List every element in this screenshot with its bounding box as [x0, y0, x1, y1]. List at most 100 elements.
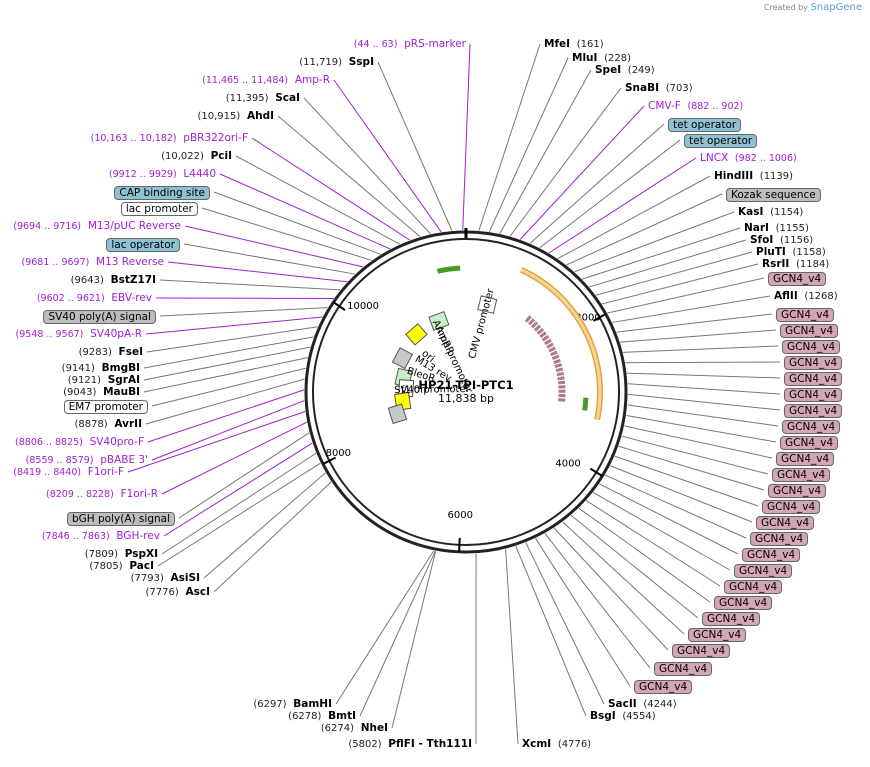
right-label[interactable]: BsgI (4554): [590, 710, 656, 723]
left-label[interactable]: (8209 .. 8228) F1ori-R: [46, 488, 158, 501]
bottom-label[interactable]: (6278) BmtI: [288, 710, 356, 723]
right-label[interactable]: HindIII (1139): [714, 170, 793, 183]
bottom-label[interactable]: (6297) BamHI: [253, 698, 332, 711]
left-label[interactable]: EM7 promoter: [63, 400, 148, 414]
feature-box[interactable]: GCN4_v4: [772, 468, 831, 482]
right-label[interactable]: GCN4_v4: [780, 436, 839, 450]
left-label[interactable]: (10,022) PciI: [161, 150, 232, 163]
right-label[interactable]: AflII (1268): [774, 290, 838, 303]
left-label[interactable]: lac promoter: [120, 202, 198, 216]
right-label[interactable]: GCN4_v4: [742, 548, 801, 562]
right-label[interactable]: SfoI (1156): [750, 234, 813, 247]
feature-box[interactable]: GCN4_v4: [762, 500, 821, 514]
right-label[interactable]: MfeI (161): [544, 38, 604, 51]
right-label[interactable]: tet operator: [684, 134, 758, 148]
feature-box[interactable]: GCN4_v4: [734, 564, 793, 578]
right-label[interactable]: SpeI (249): [595, 64, 655, 77]
feature-box[interactable]: tet operator: [684, 134, 758, 148]
feature-box[interactable]: SV40 poly(A) signal: [43, 310, 156, 324]
left-label[interactable]: (10,915) AhdI: [197, 110, 274, 123]
left-label[interactable]: CAP binding site: [114, 186, 210, 200]
right-label[interactable]: GCN4_v4: [768, 484, 827, 498]
left-label[interactable]: (8878) AvrII: [74, 418, 142, 431]
left-label[interactable]: (7809) PspXI: [85, 548, 158, 561]
right-label[interactable]: SacII (4244): [608, 698, 677, 711]
right-label[interactable]: GCN4_v4: [784, 356, 843, 370]
right-label[interactable]: CMV-F (882 .. 902): [648, 100, 743, 113]
left-label[interactable]: (8806 .. 8825) SV40pro-F: [15, 436, 144, 449]
feature-box[interactable]: GCN4_v4: [714, 596, 773, 610]
feature-box[interactable]: GCN4_v4: [784, 388, 843, 402]
left-label[interactable]: (9283) FseI: [79, 346, 143, 359]
feature-box[interactable]: lac operator: [106, 238, 180, 252]
feature-box[interactable]: GCN4_v4: [776, 452, 835, 466]
feature-box[interactable]: EM7 promoter: [63, 400, 148, 414]
feature-box[interactable]: GCN4_v4: [702, 612, 761, 626]
left-label[interactable]: (9043) MauBI: [63, 386, 140, 399]
left-label[interactable]: (44 .. 63) pRS-marker: [354, 38, 466, 51]
right-label[interactable]: PluTI (1158): [756, 246, 826, 259]
feature-box[interactable]: GCN4_v4: [784, 372, 843, 386]
right-label[interactable]: GCN4_v4: [672, 644, 731, 658]
feature-box[interactable]: GCN4_v4: [768, 484, 827, 498]
right-label[interactable]: Kozak sequence: [726, 188, 821, 202]
feature-box[interactable]: GCN4_v4: [724, 580, 783, 594]
right-label[interactable]: GCN4_v4: [784, 372, 843, 386]
right-label[interactable]: GCN4_v4: [714, 596, 773, 610]
feature-box[interactable]: GCN4_v4: [782, 340, 841, 354]
left-label[interactable]: (7805) PacI: [89, 560, 154, 573]
right-label[interactable]: XcmI (4776): [522, 738, 591, 751]
feature-box[interactable]: GCN4_v4: [688, 628, 747, 642]
feature-box[interactable]: GCN4_v4: [780, 324, 839, 338]
feature-box[interactable]: CAP binding site: [114, 186, 210, 200]
right-label[interactable]: GCN4_v4: [654, 662, 713, 676]
left-label[interactable]: (11,719) SspI: [299, 56, 374, 69]
left-label[interactable]: (9681 .. 9697) M13 Reverse: [21, 256, 164, 269]
right-label[interactable]: NarI (1155): [744, 222, 809, 235]
right-label[interactable]: GCN4_v4: [784, 388, 843, 402]
left-label[interactable]: (9548 .. 9567) SV40pA-R: [16, 328, 142, 341]
right-label[interactable]: GCN4_v4: [688, 628, 747, 642]
left-label[interactable]: (9141) BmgBI: [62, 362, 140, 375]
left-label[interactable]: (8559 .. 8579) pBABE 3': [26, 454, 148, 467]
right-label[interactable]: GCN4_v4: [724, 580, 783, 594]
feature-box[interactable]: Kozak sequence: [726, 188, 821, 202]
feature-box[interactable]: tet operator: [668, 118, 742, 132]
left-label[interactable]: (10,163 .. 10,182) pBR322ori-F: [91, 132, 248, 145]
left-label[interactable]: (7776) AscI: [146, 586, 210, 599]
right-label[interactable]: SnaBI (703): [625, 82, 693, 95]
feature-box[interactable]: lac promoter: [120, 202, 198, 216]
right-label[interactable]: MluI (228): [572, 52, 631, 65]
right-label[interactable]: tet operator: [668, 118, 742, 132]
right-label[interactable]: RsrII (1184): [762, 258, 829, 271]
right-label[interactable]: GCN4_v4: [768, 272, 827, 286]
left-label[interactable]: SV40 poly(A) signal: [43, 310, 156, 324]
feature-box[interactable]: GCN4_v4: [768, 272, 827, 286]
left-label[interactable]: (9602 .. 9621) EBV-rev: [37, 292, 152, 305]
right-label[interactable]: GCN4_v4: [702, 612, 761, 626]
left-label[interactable]: bGH poly(A) signal: [66, 512, 175, 526]
feature-box[interactable]: GCN4_v4: [654, 662, 713, 676]
left-label[interactable]: (9694 .. 9716) M13/pUC Reverse: [13, 220, 181, 233]
left-label[interactable]: (7793) AsiSI: [131, 572, 200, 585]
feature-box[interactable]: GCN4_v4: [784, 356, 843, 370]
right-label[interactable]: GCN4_v4: [756, 516, 815, 530]
feature-box[interactable]: bGH poly(A) signal: [66, 512, 175, 526]
feature-box[interactable]: GCN4_v4: [742, 548, 801, 562]
feature-box[interactable]: GCN4_v4: [634, 680, 693, 694]
left-label[interactable]: (8419 .. 8440) F1ori-F: [13, 466, 124, 479]
right-label[interactable]: GCN4_v4: [772, 468, 831, 482]
feature-box[interactable]: GCN4_v4: [776, 308, 835, 322]
right-label[interactable]: GCN4_v4: [634, 680, 693, 694]
feature-box[interactable]: GCN4_v4: [780, 436, 839, 450]
right-label[interactable]: LNCX (982 .. 1006): [700, 152, 797, 165]
left-label[interactable]: (9912 .. 9929) L4440: [109, 168, 216, 181]
feature-box[interactable]: GCN4_v4: [672, 644, 731, 658]
right-label[interactable]: GCN4_v4: [734, 564, 793, 578]
left-label[interactable]: (9121) SgrAI: [68, 374, 140, 387]
right-label[interactable]: GCN4_v4: [762, 500, 821, 514]
right-label[interactable]: GCN4_v4: [776, 452, 835, 466]
feature-box[interactable]: GCN4_v4: [782, 420, 841, 434]
right-label[interactable]: GCN4_v4: [782, 420, 841, 434]
left-label[interactable]: (9643) BstZ17I: [71, 274, 156, 287]
